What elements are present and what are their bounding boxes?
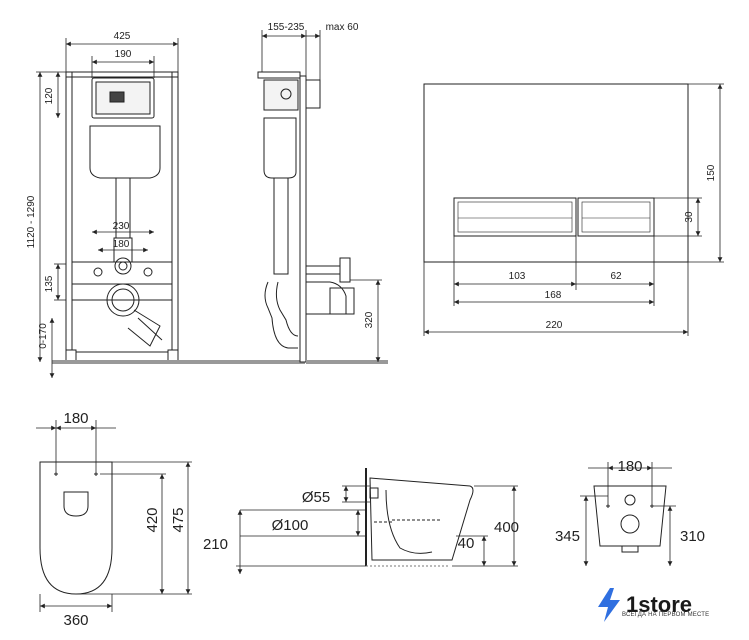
frame-top-offset-label: 120 [44,87,55,104]
button-height-label: 30 [684,211,695,223]
installation-frame-side [257,71,355,363]
toilet-side-dimensions [236,485,518,574]
toilet-back-dimensions [580,462,676,566]
side-dimensions [261,30,382,362]
brand-name: 1store [626,592,693,617]
brand-tagline: ВСЕГДА НА ПЕРВОМ МЕСТЕ [622,612,710,618]
right-button-label: 62 [610,271,622,282]
top-bolt-spacing-label: 180 [63,410,88,427]
brand-logo: 1store [596,588,692,622]
top-width-label: 360 [63,612,88,629]
back-drain-height-label: 310 [680,528,705,545]
flush-plate [423,83,689,263]
frame-drain-height-label: 135 [44,275,55,292]
top-inner-length-label: 420 [144,507,161,532]
toilet-height-label: 400 [494,519,519,536]
plate-width-label: 220 [546,320,563,331]
back-bolt-height-label: 345 [555,528,580,545]
side-depth-label: 155-235 [268,22,305,33]
frame-inner-width-label: 190 [115,49,132,60]
side-depth-label: 40 [458,535,475,552]
lightning-icon [598,588,620,622]
flush-plate-dimensions [423,83,724,336]
side-max-depth-label: max 60 [326,22,359,33]
pipe-spacing-label: 230 [113,221,130,232]
inlet-diameter-label: Ø55 [302,489,330,506]
toilet-side-view [365,468,474,567]
plate-height-label: 150 [706,164,717,181]
installation-frame-front [65,71,179,363]
outlet-height-label: 210 [203,536,228,553]
back-bolt-spacing-label: 180 [617,458,642,475]
outlet-diameter-label: Ø100 [272,517,309,534]
buttons-total-label: 168 [545,290,562,301]
top-length-label: 475 [170,507,187,532]
frame-height-label: 1120 - 1290 [26,195,37,248]
frame-dimensions [36,38,179,378]
left-button-label: 103 [509,271,526,282]
frame-width-label: 425 [114,31,131,42]
floor-adjust-label: 0-170 [38,323,49,349]
toilet-top-view [39,461,113,595]
side-drain-height-label: 320 [364,311,375,328]
frame-bolt-spacing-label: 180 [113,239,130,250]
toilet-top-dimensions [36,420,192,612]
